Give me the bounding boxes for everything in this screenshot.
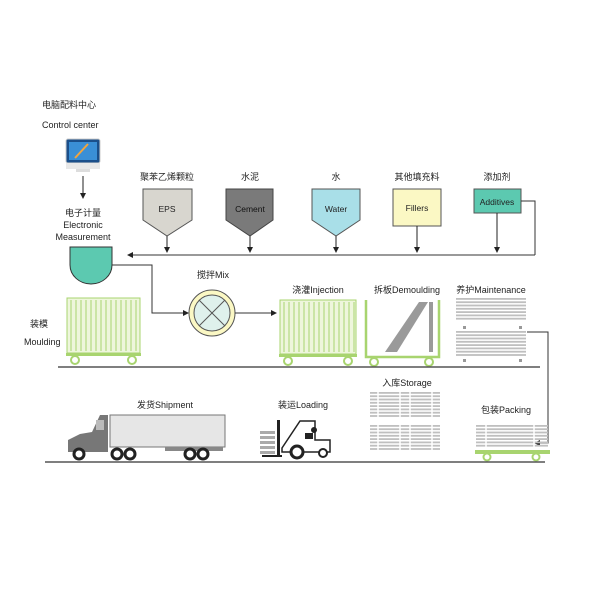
demoulding-label: 拆板Demoulding [374, 284, 440, 295]
eps-label-cn: 聚苯乙烯颗粒 [140, 171, 194, 182]
injection-cart [279, 299, 357, 366]
additives-label: Additives [480, 197, 515, 207]
water-label: Water [325, 204, 348, 214]
measurement-hopper [69, 246, 113, 285]
demoulding-cart [364, 300, 441, 367]
fillers-label-cn: 其他填充料 [394, 171, 439, 182]
computer-monitor-icon [65, 138, 101, 172]
material-cement: 水泥 Cement [225, 171, 274, 253]
material-additives: 添加剂 Additives [473, 171, 536, 255]
loading-label: 装运Loading [278, 399, 328, 410]
additives-label-cn: 添加剂 [483, 171, 510, 182]
water-label-cn: 水 [331, 171, 340, 182]
packing-pallet [475, 424, 550, 462]
material-eps: 聚苯乙烯颗粒 EPS [140, 171, 194, 253]
maintenance-label: 养护Maintenance [456, 284, 526, 295]
packing-label: 包装Packing [481, 404, 531, 415]
measurement-label-en-2: Measurement [55, 232, 111, 242]
measurement-label-cn: 电子计量 [65, 207, 101, 218]
storage-stack [370, 390, 440, 455]
material-water: 水 Water [311, 171, 361, 253]
material-fillers: 其他填充料 Fillers [392, 171, 442, 253]
cement-label-cn: 水泥 [241, 171, 259, 182]
fillers-label: Fillers [406, 203, 429, 213]
moulding-cart [66, 297, 141, 365]
to-mix-arrow [112, 264, 189, 316]
control-center-label-en: Control center [42, 120, 99, 130]
forklift-icon [260, 420, 331, 460]
measurement-label-en-1: Electronic [63, 220, 103, 230]
control-center-label-cn: 电脑配料中心 [42, 99, 96, 110]
truck-icon [68, 414, 226, 461]
mixer-icon [188, 289, 236, 337]
storage-label: 入库Storage [382, 377, 432, 388]
injection-label: 浇灌Injection [292, 284, 344, 295]
moulding-label-en: Moulding [24, 337, 61, 347]
moulding-label-cn: 装模 [30, 318, 48, 329]
maintenance-stack [456, 298, 526, 362]
shipment-label: 发货Shipment [137, 399, 194, 410]
mix-label: 搅拌Mix [197, 269, 229, 280]
eps-label: EPS [158, 204, 175, 214]
cement-label: Cement [235, 204, 265, 214]
